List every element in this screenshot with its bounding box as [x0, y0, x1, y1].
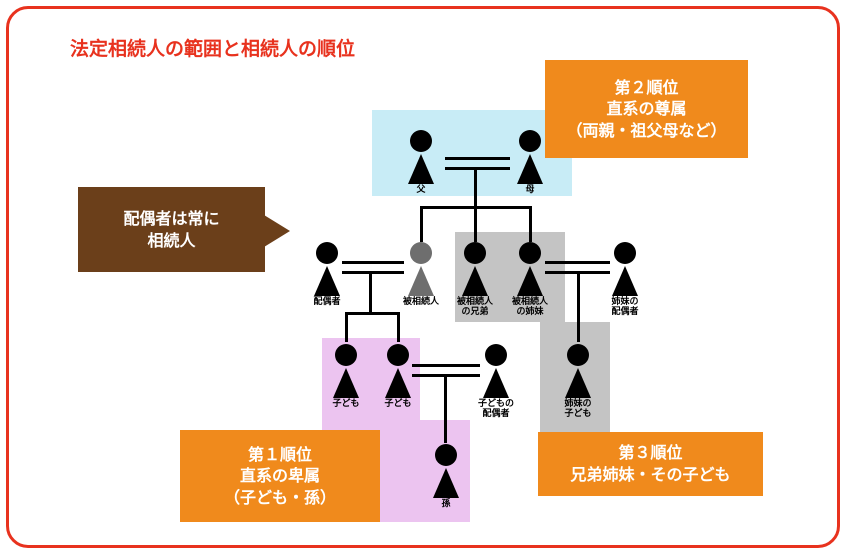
person-child: 子ども [368, 344, 428, 410]
descent-line [474, 168, 477, 208]
person-decedent: 被相続人 [391, 242, 451, 308]
person-icon [567, 344, 589, 366]
person-icon [316, 242, 338, 264]
descent-line [474, 206, 477, 242]
descent-line [397, 312, 400, 342]
descent-line [345, 312, 348, 342]
descent-line [420, 206, 423, 242]
person-icon [519, 130, 541, 152]
callout-pointer [264, 215, 290, 247]
person-child: 子ども [316, 344, 376, 410]
person-brother: 被相続人の兄弟 [445, 242, 505, 318]
person-icon [464, 242, 486, 264]
person-icon [519, 242, 541, 264]
person-sister: 被相続人の姉妹 [500, 242, 560, 318]
descent-line [529, 206, 532, 242]
person-icon [485, 344, 507, 366]
person-icon [335, 344, 357, 366]
descent-line [345, 312, 400, 315]
descent-line [444, 375, 447, 443]
person-icon [410, 130, 432, 152]
marriage-line [545, 261, 610, 264]
person-icon [387, 344, 409, 366]
descent-line [369, 272, 372, 314]
person-sister-child: 姉妹の子ども [548, 344, 608, 420]
spouse-note-box: 配偶者は常に相続人 [78, 187, 265, 272]
person-icon [410, 242, 432, 264]
rank3-box: 第３順位兄弟姉妹・その子ども [538, 432, 763, 496]
person-child-spouse: 子どもの配偶者 [466, 344, 526, 420]
person-father: 父 [391, 130, 451, 196]
person-sister-spouse: 姉妹の配偶者 [595, 242, 655, 318]
marriage-line [342, 271, 404, 274]
marriage-line [445, 167, 510, 170]
frame-border [6, 6, 840, 548]
descent-line [577, 272, 580, 342]
person-icon [435, 444, 457, 466]
rank1-box: 第１順位直系の卑属（子ども・孫） [180, 430, 380, 522]
person-mother: 母 [500, 130, 560, 196]
rank2-box: 第２順位直系の尊属（両親・祖父母など） [545, 60, 748, 158]
marriage-line [412, 364, 480, 367]
diagram-title: 法定相続人の範囲と相続人の順位 [70, 38, 356, 60]
person-icon [614, 242, 636, 264]
marriage-line [342, 261, 404, 264]
marriage-line [445, 157, 510, 160]
person-spouse: 配偶者 [297, 242, 357, 308]
person-grandchild: 孫 [416, 444, 476, 510]
